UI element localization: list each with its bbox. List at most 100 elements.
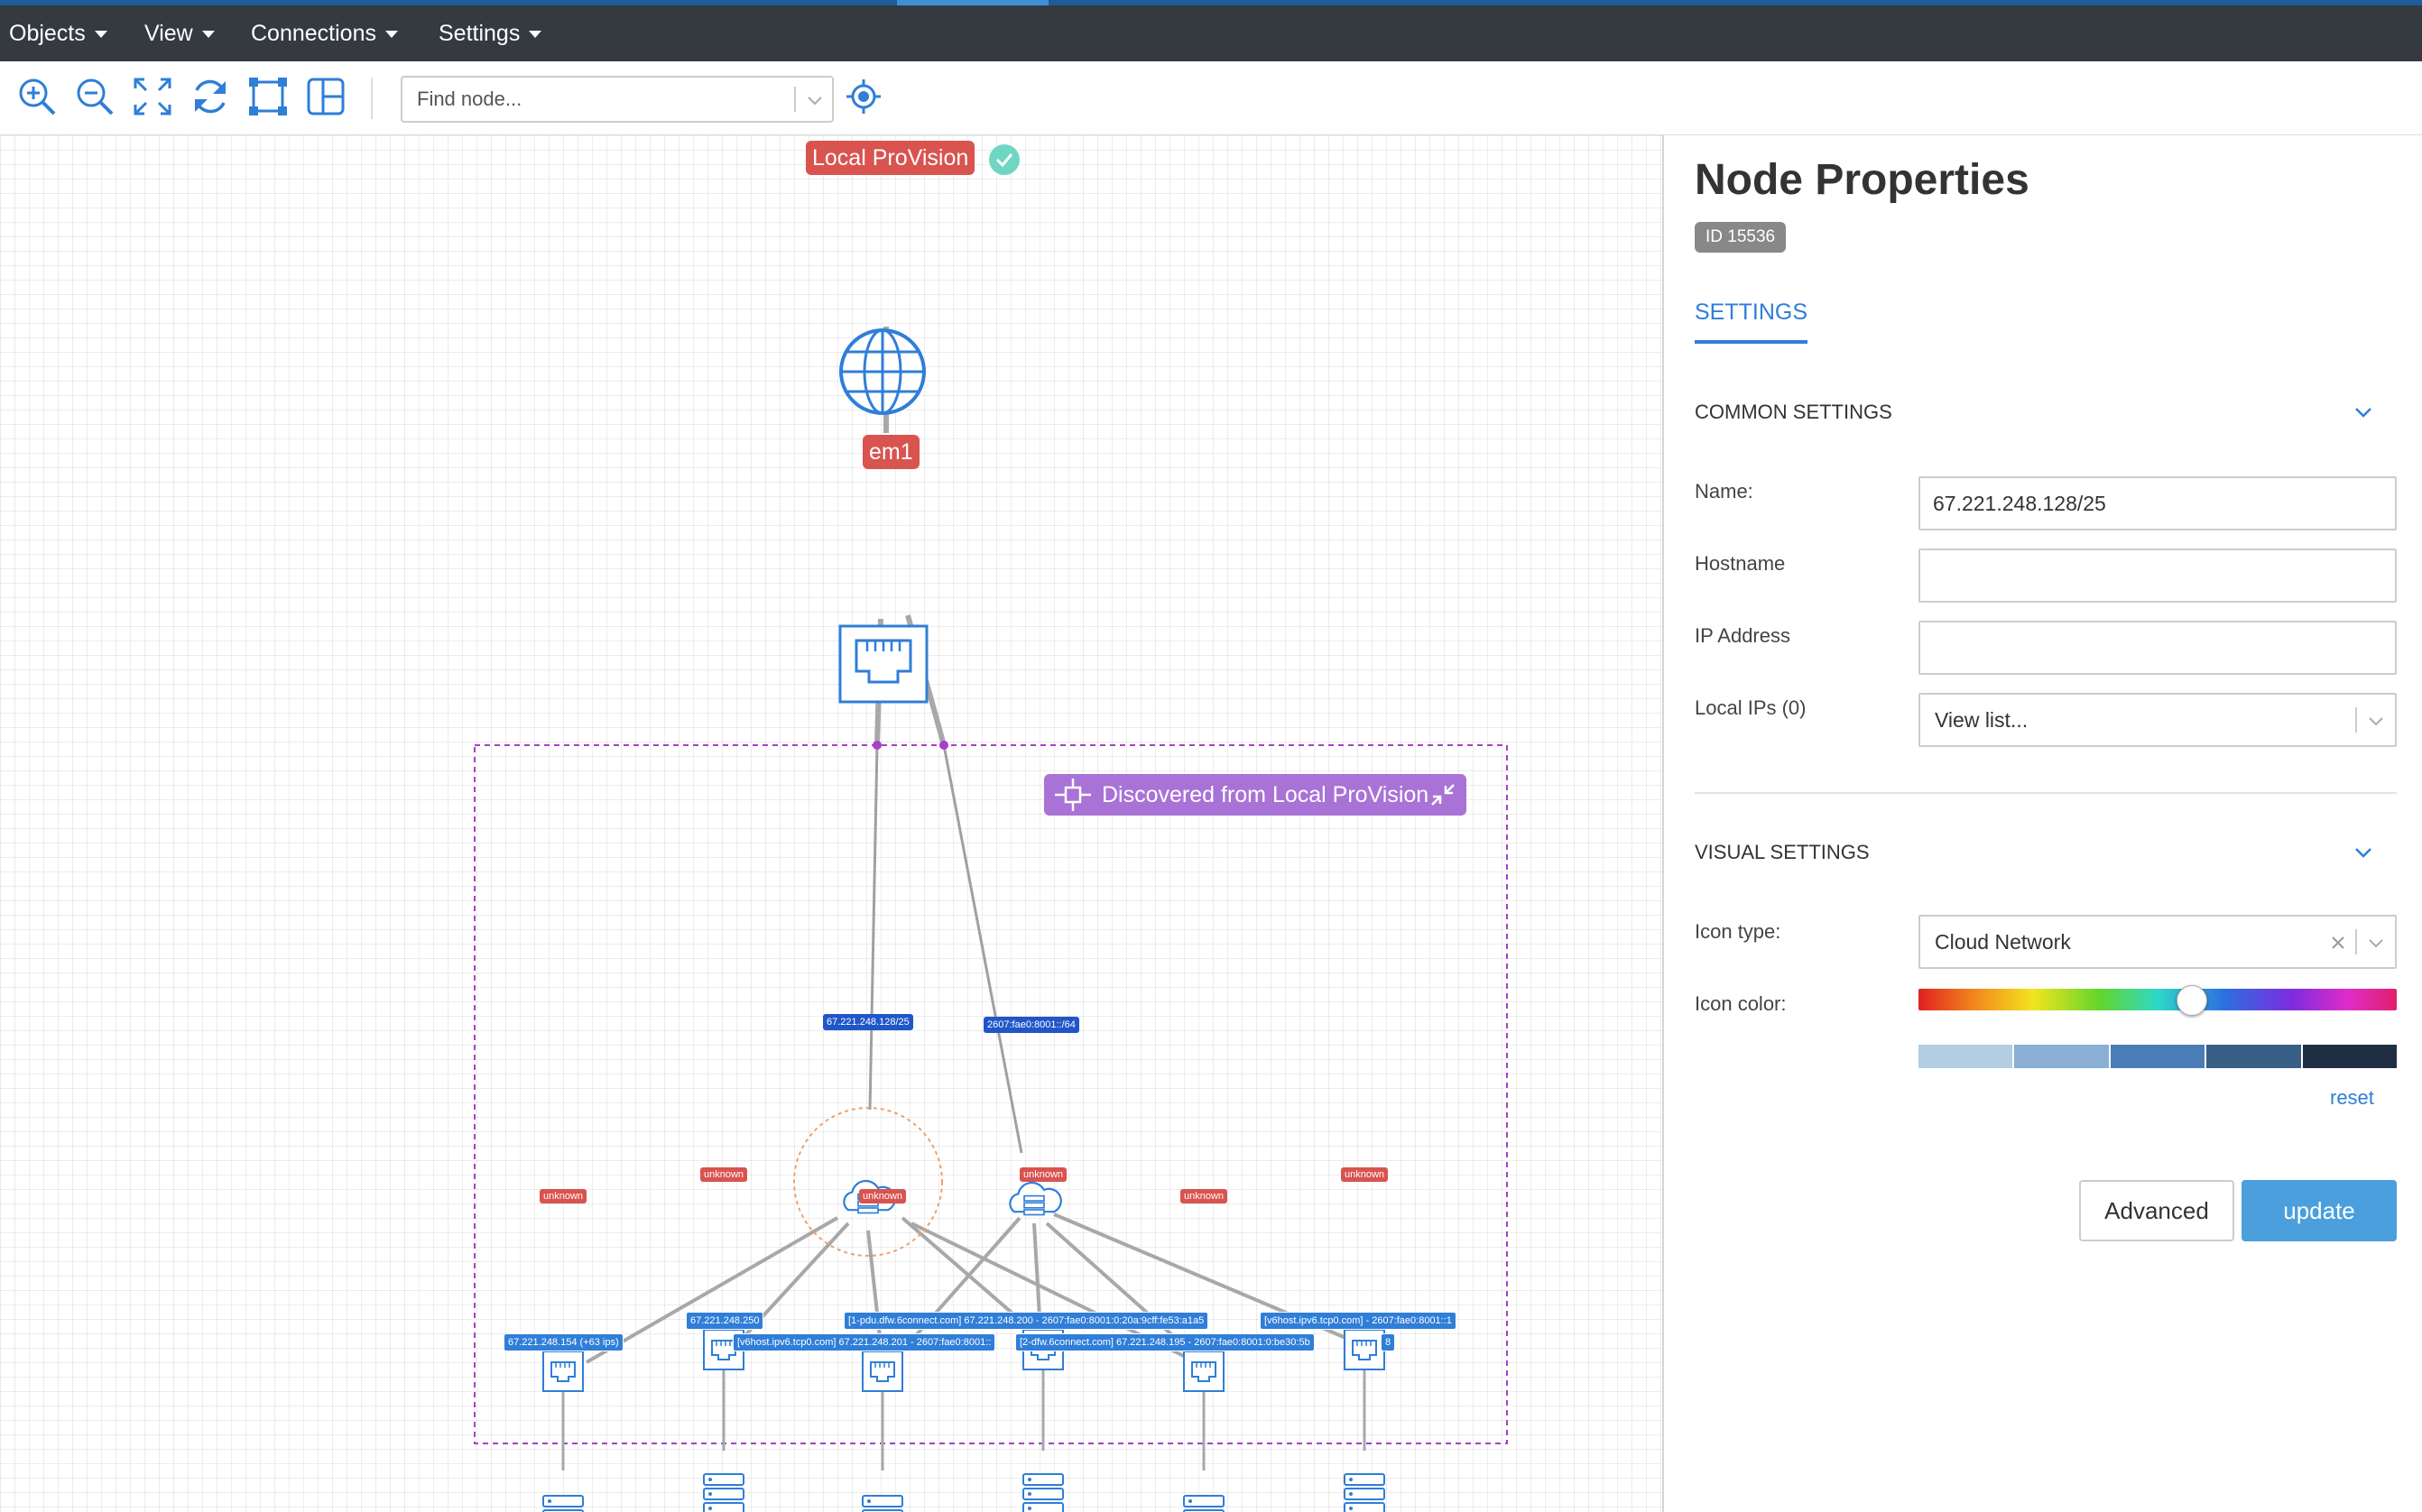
zoom-out-button[interactable]: [72, 74, 117, 119]
find-node-separator: [794, 87, 796, 112]
ethernet-port-icon: [1183, 1351, 1225, 1392]
group-banner[interactable]: Discovered from Local ProVision: [1044, 774, 1466, 816]
ethernet-port-icon: [1344, 1329, 1385, 1370]
toolbar-separator: [371, 78, 373, 119]
status-ok-icon: [989, 144, 1020, 175]
server-label[interactable]: [v6host.ipv6.tcp0.com] 67.221.248.201 - …: [733, 1333, 996, 1351]
group-anchor-point: [939, 741, 948, 750]
cloud-network-icon: [1009, 1181, 1062, 1216]
fit-screen-icon: [134, 78, 171, 115]
server-label[interactable]: 67.221.248.250: [686, 1312, 764, 1330]
port-label[interactable]: unknown: [1020, 1167, 1068, 1182]
server-label[interactable]: [2-dfw.6connect.com] 67.221.248.195 - 26…: [1015, 1333, 1315, 1351]
select-area-icon: [249, 78, 287, 115]
clear-icon[interactable]: [2328, 933, 2348, 953]
chevron-down-icon[interactable]: [2362, 929, 2390, 956]
interface-label[interactable]: em1: [863, 435, 920, 469]
advanced-button[interactable]: Advanced: [2079, 1180, 2234, 1241]
chevron-down-icon[interactable]: [2350, 839, 2377, 866]
caret-down-icon: [529, 31, 542, 39]
name-input[interactable]: [1918, 476, 2397, 530]
caret-down-icon: [94, 31, 107, 39]
menu-connections[interactable]: Connections: [251, 5, 398, 61]
server-icon: [703, 1473, 744, 1512]
toolbar: [0, 61, 2422, 135]
local-ips-select[interactable]: View list...: [1918, 693, 2397, 747]
cloud-label[interactable]: 2607:fae0:8001::/64: [984, 1017, 1079, 1033]
color-palette: [1918, 1045, 2398, 1068]
layout-icon: [307, 78, 345, 115]
color-swatch[interactable]: [2302, 1045, 2398, 1068]
root-node-label[interactable]: Local ProVision: [806, 141, 975, 175]
server-label[interactable]: [1-pdu.dfw.6connect.com] 67.221.248.200 …: [844, 1312, 1209, 1330]
port-label[interactable]: unknown: [540, 1189, 587, 1203]
ip-address-input[interactable]: [1918, 621, 2397, 675]
color-swatch[interactable]: [1918, 1045, 2013, 1068]
color-swatch[interactable]: [2014, 1045, 2109, 1068]
chevron-down-icon[interactable]: [801, 87, 828, 114]
find-node-input[interactable]: [402, 78, 781, 121]
menu-view[interactable]: View: [144, 5, 215, 61]
server-icon: [542, 1495, 584, 1512]
ethernet-port-icon: [838, 624, 929, 704]
menu-view-label: View: [144, 21, 193, 46]
reset-link[interactable]: reset: [2330, 1086, 2374, 1109]
port-label[interactable]: unknown: [1180, 1189, 1228, 1203]
chevron-down-icon[interactable]: [2362, 707, 2390, 734]
port-label[interactable]: unknown: [859, 1189, 907, 1203]
collapse-icon[interactable]: [1427, 779, 1459, 810]
icon-type-label: Icon type:: [1695, 920, 1781, 943]
selection-halo: [793, 1107, 943, 1257]
server-label[interactable]: [v6host.ipv6.tcp0.com] - 2607:fae0:8001:…: [1260, 1312, 1456, 1330]
slider-thumb[interactable]: [2177, 985, 2208, 1016]
zoom-in-button[interactable]: [14, 74, 60, 119]
color-swatch[interactable]: [2206, 1045, 2301, 1068]
port-label[interactable]: unknown: [1341, 1167, 1389, 1182]
link-to-cloud-1: [868, 744, 879, 1111]
select-separator: [2355, 707, 2357, 733]
loading-indicator: [897, 0, 1049, 5]
name-label: Name:: [1695, 480, 1753, 502]
network-canvas[interactable]: Local ProVision em1 Discovered from Loca…: [0, 135, 1662, 1512]
locate-icon: [846, 79, 881, 114]
refresh-button[interactable]: [188, 74, 233, 119]
menu-connections-label: Connections: [251, 21, 376, 46]
fit-screen-button[interactable]: [130, 74, 175, 119]
menu-objects-label: Objects: [9, 21, 86, 46]
server-icon: [1022, 1473, 1064, 1512]
icon-color-label: Icon color:: [1695, 992, 1787, 1015]
icon-type-select[interactable]: Cloud Network: [1918, 915, 2397, 969]
server-label[interactable]: 67.221.248.154 (+63 ips): [504, 1333, 624, 1351]
local-ips-label: Local IPs (0): [1695, 696, 1807, 719]
icon-type-value: Cloud Network: [1935, 930, 2071, 954]
move-icon[interactable]: [1053, 777, 1093, 813]
icon-color-slider[interactable]: [1918, 985, 2397, 1016]
chevron-down-icon[interactable]: [2350, 399, 2377, 426]
update-button[interactable]: update: [2242, 1180, 2397, 1241]
common-settings-heading[interactable]: COMMON SETTINGS: [1695, 401, 1892, 423]
server-icon: [1183, 1495, 1225, 1512]
menubar: Objects View Connections Settings: [0, 0, 2422, 61]
node-properties-panel: Node Properties ID 15536 SETTINGS COMMON…: [1662, 135, 2422, 1512]
layout-button[interactable]: [303, 74, 348, 119]
menu-settings[interactable]: Settings: [439, 5, 542, 61]
port-label[interactable]: unknown: [700, 1167, 748, 1182]
visual-settings-heading[interactable]: VISUAL SETTINGS: [1695, 841, 1870, 863]
find-node-select[interactable]: [401, 76, 834, 123]
hostname-input[interactable]: [1918, 549, 2397, 603]
panel-title: Node Properties: [1695, 156, 2029, 204]
cloud-label[interactable]: 67.221.248.128/25: [823, 1014, 913, 1030]
zoom-in-icon: [19, 78, 56, 115]
hostname-label: Hostname: [1695, 552, 1786, 575]
server-label[interactable]: 8: [1381, 1333, 1396, 1351]
server-icon: [862, 1495, 903, 1512]
menu-objects[interactable]: Objects: [9, 5, 107, 61]
locate-node-button[interactable]: [841, 74, 886, 119]
select-area-button[interactable]: [245, 74, 291, 119]
server-icon: [1344, 1473, 1385, 1512]
color-swatch[interactable]: [2110, 1045, 2205, 1068]
caret-down-icon: [384, 31, 398, 39]
tab-settings[interactable]: SETTINGS: [1695, 300, 1808, 344]
group-anchor-point: [873, 741, 882, 750]
topology-graph: [474, 327, 1508, 1512]
